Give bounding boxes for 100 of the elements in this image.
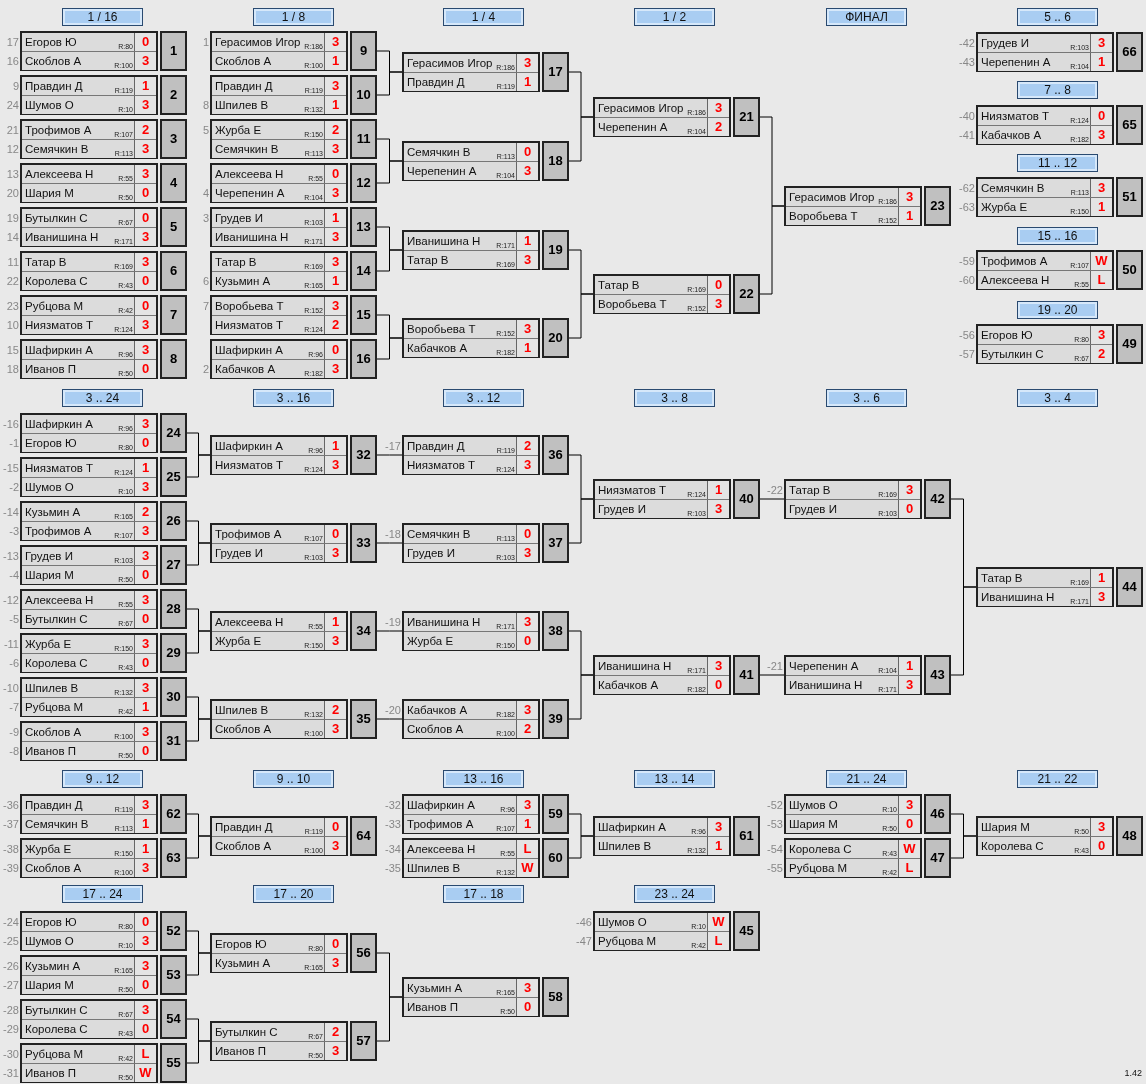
- player-row: [404, 720, 538, 738]
- score: W: [1090, 252, 1112, 270]
- seed-number: -55: [767, 861, 783, 876]
- score: 2: [516, 437, 538, 455]
- match-number: 39: [542, 699, 569, 739]
- player-name: Шафиркин А: [214, 343, 283, 358]
- player-name: Алексеева Н: [214, 615, 284, 630]
- score: 1: [134, 815, 156, 833]
- bracket-line: [568, 498, 594, 544]
- seed-number: 12: [6, 142, 19, 157]
- score: 0: [134, 976, 156, 994]
- player-name: Рубцова М: [24, 299, 84, 314]
- match-box: [593, 816, 760, 856]
- round-header: 3 .. 12: [443, 389, 524, 407]
- player-row: [404, 632, 538, 650]
- player-name: Журба Е: [24, 842, 72, 857]
- bracket-line: [376, 996, 403, 1042]
- player-name: Шафиркин А: [406, 798, 475, 813]
- player-name: Грудев И: [24, 549, 73, 564]
- match-box: [402, 52, 569, 92]
- match-number: 4: [160, 163, 187, 203]
- seed-number: -59: [959, 254, 975, 269]
- player-name: Кабачков А: [214, 362, 276, 377]
- match-number: 1: [160, 31, 187, 71]
- player-name: Трофимов А: [214, 527, 282, 542]
- player-row: [404, 232, 538, 250]
- score: 1: [898, 657, 920, 675]
- score: 3: [516, 251, 538, 269]
- round-header: 21 .. 22: [1017, 770, 1098, 788]
- seed-number: -21: [767, 659, 783, 674]
- player-name: Иванишина Н: [788, 678, 863, 693]
- seed-number: -25: [3, 934, 19, 949]
- bracket-line: [376, 337, 403, 360]
- player-name: Алексеева Н: [980, 273, 1050, 288]
- player-name: Правдин Д: [24, 79, 83, 94]
- score: 3: [707, 818, 729, 836]
- player-name: Черепенин А: [980, 55, 1051, 70]
- score: 3: [134, 316, 156, 334]
- player-name: Скоблов А: [24, 725, 82, 740]
- round-header: 1 / 16: [62, 8, 143, 26]
- match-number: 28: [160, 589, 187, 629]
- player-row: [786, 207, 920, 225]
- player-name: Журба Е: [406, 634, 454, 649]
- player-row: [212, 228, 346, 246]
- match-number: 30: [160, 677, 187, 717]
- player-name: Грудев И: [406, 546, 455, 561]
- player-row: [212, 77, 346, 95]
- player-name: Герасимов Игор: [214, 35, 301, 50]
- seed-number: -4: [9, 568, 19, 583]
- score: 3: [134, 253, 156, 271]
- score: 0: [1090, 107, 1112, 125]
- score: 3: [324, 837, 346, 855]
- seed-number: -32: [385, 798, 401, 813]
- score: 0: [134, 913, 156, 931]
- seed-number: -57: [959, 347, 975, 362]
- score: W: [898, 840, 920, 858]
- score: 1: [134, 840, 156, 858]
- player-row: [212, 613, 346, 631]
- player-name: Иванишина Н: [597, 659, 672, 674]
- match-number: 21: [733, 97, 760, 137]
- score: 2: [324, 316, 346, 334]
- seed-number: -30: [3, 1047, 19, 1062]
- score: 3: [1090, 179, 1112, 197]
- seed-number: -28: [3, 1003, 19, 1018]
- match-box: [402, 318, 569, 358]
- match-number: 12: [350, 163, 377, 203]
- match-number: 47: [924, 838, 951, 878]
- seed-number: -35: [385, 861, 401, 876]
- score: 3: [324, 140, 346, 158]
- match-number: 25: [160, 457, 187, 497]
- player-name: Шафиркин А: [24, 417, 93, 432]
- score: 3: [898, 188, 920, 206]
- score: 3: [324, 954, 346, 972]
- seed-number: -33: [385, 817, 401, 832]
- player-name: Алексеева Н: [406, 842, 476, 857]
- bracket-line: [759, 674, 785, 676]
- player-row: [595, 481, 729, 499]
- player-name: Рубцова М: [24, 700, 84, 715]
- bracket-line: [186, 718, 211, 742]
- player-name: Шария М: [980, 820, 1030, 835]
- player-name: Бутылкин С: [980, 347, 1044, 362]
- player-name: Егоров Ю: [24, 915, 77, 930]
- score: 0: [516, 998, 538, 1016]
- score: 3: [516, 979, 538, 997]
- player-name: Татар В: [24, 255, 67, 270]
- score: W: [707, 913, 729, 931]
- bracket-line: [950, 835, 977, 859]
- score: 3: [1090, 34, 1112, 52]
- score: 3: [324, 184, 346, 202]
- seed-number: 7: [202, 299, 209, 314]
- score: 0: [324, 525, 346, 543]
- score: 3: [134, 547, 156, 565]
- round-header: 3 .. 4: [1017, 389, 1098, 407]
- match-number: 35: [350, 699, 377, 739]
- score: L: [898, 859, 920, 877]
- seed-number: -2: [9, 480, 19, 495]
- player-name: Черепенин А: [214, 186, 285, 201]
- score: 3: [324, 33, 346, 51]
- score: 0: [134, 184, 156, 202]
- score: 3: [324, 720, 346, 738]
